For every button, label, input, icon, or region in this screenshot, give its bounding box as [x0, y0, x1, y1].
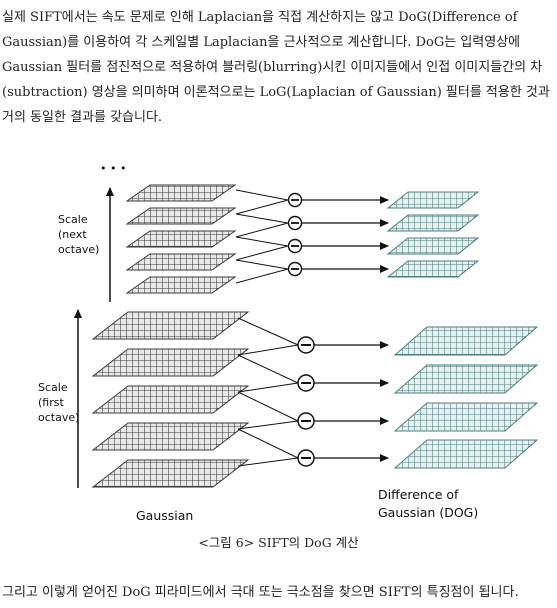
minus-icon — [297, 449, 315, 467]
dog-plane — [386, 237, 480, 255]
gaussian-plane — [91, 459, 250, 488]
minus-icon — [297, 336, 315, 354]
gaussian-plane — [91, 311, 250, 340]
minus-icon — [287, 238, 303, 254]
svg-text:Gaussian (DOG): Gaussian (DOG) — [378, 505, 478, 520]
gaussian-plane — [125, 230, 237, 248]
next-octave-output-arrows — [302, 196, 389, 273]
first-octave-subtract — [297, 336, 315, 467]
gaussian-plane — [91, 385, 250, 414]
svg-text:Scale: Scale — [38, 381, 68, 394]
minus-icon — [297, 412, 315, 430]
dog-plane — [386, 260, 480, 278]
gaussian-first-octave — [91, 311, 250, 488]
dog-plane — [386, 214, 480, 232]
continuation-dots: • • • — [100, 162, 126, 175]
intro-paragraph: 실제 SIFT에서는 속도 문제로 인해 Laplacian을 직접 계산하지는… — [2, 10, 550, 125]
gaussian-plane — [91, 422, 250, 451]
first-octave-connectors — [237, 317, 299, 467]
dog-first-octave — [393, 326, 539, 469]
dog-plane — [393, 364, 539, 394]
gaussian-plane — [125, 253, 237, 271]
minus-icon — [297, 374, 315, 392]
svg-text:(first: (first — [38, 396, 64, 409]
next-octave-subtract — [287, 192, 303, 277]
first-octave-output-arrows — [314, 341, 389, 462]
scale-first-octave-label: Scale (first octave) — [38, 381, 79, 424]
svg-text:octave): octave) — [38, 411, 79, 424]
svg-text:(next: (next — [58, 228, 87, 241]
closing-paragraph: 그리고 이렇게 얻어진 DoG 피라미드에서 극대 또는 극소점을 찾으면 SI… — [2, 585, 519, 600]
dog-next-octave — [386, 191, 480, 278]
svg-text:octave): octave) — [58, 243, 99, 256]
gaussian-plane — [125, 276, 237, 294]
svg-text:Scale: Scale — [58, 213, 88, 226]
figure-caption: <그림 6> SIFT의 DoG 계산 — [198, 535, 359, 550]
minus-icon — [287, 192, 303, 208]
gaussian-plane — [125, 184, 237, 202]
svg-text:Difference of: Difference of — [378, 487, 459, 502]
minus-icon — [287, 261, 303, 277]
dog-plane — [386, 191, 480, 209]
dog-plane — [393, 326, 539, 356]
minus-icon — [287, 215, 303, 231]
gaussian-label: Gaussian — [136, 508, 193, 523]
sift-dog-figure: • • • Scale (next octave) Scale (first o… — [38, 162, 539, 523]
gaussian-plane — [125, 207, 237, 225]
dog-plane — [393, 439, 539, 469]
next-octave-connectors — [235, 189, 289, 284]
dog-plane — [393, 402, 539, 432]
scale-next-octave-label: Scale (next octave) — [58, 213, 99, 256]
gaussian-next-octave — [125, 184, 237, 294]
dog-label: Difference of Gaussian (DOG) — [378, 487, 478, 520]
gaussian-plane — [91, 348, 250, 377]
